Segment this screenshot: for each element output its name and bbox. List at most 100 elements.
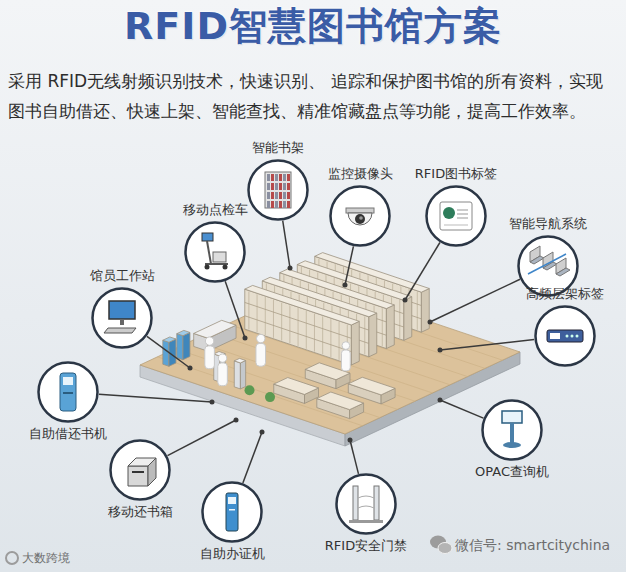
logo-icon <box>6 552 18 564</box>
circle-outline <box>427 187 486 246</box>
circle-outline <box>337 475 396 534</box>
box-top <box>245 285 359 325</box>
box-face <box>183 332 190 359</box>
device-icon <box>547 330 583 342</box>
icon-part <box>283 174 286 181</box>
device-icon <box>346 208 374 225</box>
shelf-divider <box>289 305 290 343</box>
leader-dot <box>428 320 433 325</box>
leader-line <box>430 279 520 322</box>
device-icon <box>202 233 228 270</box>
leader-dot <box>348 438 353 443</box>
shelf-divider <box>417 292 418 330</box>
circle-outline <box>329 185 391 247</box>
icon-part <box>128 466 148 486</box>
icon-part <box>279 201 282 208</box>
icon-part <box>358 506 374 508</box>
shelf-divider <box>248 291 249 329</box>
icon-part <box>287 201 290 208</box>
icon-part <box>109 301 135 319</box>
device-label: OPAC查询机 <box>475 464 549 480</box>
device-icon <box>226 493 238 531</box>
device-circle: 智能书架 <box>247 159 309 221</box>
shelf-divider <box>322 316 323 354</box>
device-label: 移动还书箱 <box>108 504 173 520</box>
circle-outline <box>109 439 171 501</box>
leader-dot <box>234 418 239 423</box>
icon-part <box>279 174 282 181</box>
icon-part <box>283 183 286 190</box>
icon-part <box>205 265 210 270</box>
leader-lines <box>99 221 534 483</box>
circle-outline <box>184 221 246 283</box>
device-circle: 馆员工作站 <box>91 287 153 349</box>
device-circle: 监控摄像头 <box>329 185 391 247</box>
icon-part <box>275 174 278 181</box>
library-floor <box>140 253 520 446</box>
leader-dot <box>343 283 348 288</box>
person-body <box>218 363 228 386</box>
box-top <box>234 358 245 363</box>
device-icon <box>502 411 522 448</box>
shelf-board <box>245 302 352 338</box>
leader-line <box>225 281 245 338</box>
leader-line <box>350 440 358 474</box>
box-face <box>240 360 245 388</box>
circle-outline <box>93 289 152 348</box>
box-face <box>369 313 377 357</box>
icon-part <box>267 183 270 190</box>
leader-line <box>440 339 534 350</box>
icon-part <box>271 201 274 208</box>
icon-part <box>271 192 274 199</box>
icon-part <box>444 225 468 226</box>
shelf-divider <box>281 303 282 341</box>
icon-part <box>267 174 270 181</box>
icon-part <box>275 183 278 190</box>
device-icon <box>265 172 291 208</box>
circle-outline <box>247 159 309 221</box>
device-label: 智能书架 <box>252 140 304 156</box>
device-icon <box>60 373 76 411</box>
box-face <box>404 297 412 341</box>
icon-part <box>550 333 560 339</box>
icon-part <box>287 192 290 199</box>
shelf-divider <box>273 300 274 338</box>
plant <box>265 392 275 402</box>
icon-part <box>287 183 290 190</box>
icon-part <box>355 214 365 224</box>
circle-outline <box>331 187 390 246</box>
person-head <box>342 342 350 350</box>
device-label: RFID安全门禁 <box>325 538 407 554</box>
icon-part <box>60 373 76 411</box>
circle-outline <box>425 185 487 247</box>
circle-outline <box>203 483 262 542</box>
icon-part <box>287 174 290 181</box>
icon-part <box>132 471 144 473</box>
leader-line <box>167 420 236 456</box>
icon-part <box>374 486 379 520</box>
box-face <box>351 321 359 365</box>
box-face <box>177 334 183 360</box>
device-icon <box>349 486 383 523</box>
leader-line <box>405 242 440 300</box>
device-icon <box>104 301 136 333</box>
icon-part <box>566 335 569 338</box>
box-face <box>163 340 169 366</box>
box-top <box>177 330 190 335</box>
leader-line <box>440 400 483 418</box>
device-label: 监控摄像头 <box>328 166 393 182</box>
device-label: 馆员工作站 <box>90 268 155 284</box>
circle-outline <box>201 481 263 543</box>
box-top <box>163 337 176 342</box>
leader-dot <box>438 348 443 353</box>
device-circle: 高频层架标签 <box>534 305 596 367</box>
icon-part <box>571 335 574 338</box>
icon-part <box>502 411 522 423</box>
icon-part <box>267 201 270 208</box>
shelf-divider <box>265 297 266 335</box>
icon-part <box>353 486 358 520</box>
shelf-divider <box>382 308 383 346</box>
icon-part <box>359 216 363 220</box>
icon-part <box>283 201 286 208</box>
shelf-divider <box>298 308 299 346</box>
